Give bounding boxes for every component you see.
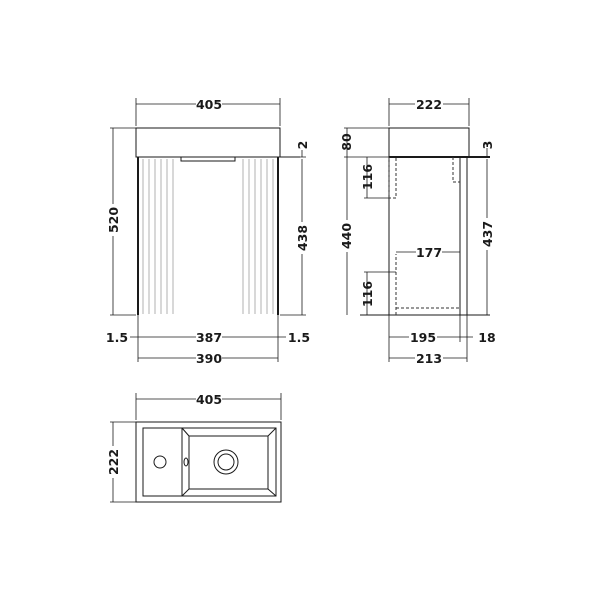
waste-outer-icon (213, 449, 239, 475)
tap-hole-icon (153, 455, 167, 469)
side-view: 222 80 440 116 116 (339, 97, 496, 366)
svg-text:2: 2 (295, 141, 310, 150)
svg-text:195: 195 (410, 330, 436, 345)
svg-text:18: 18 (478, 330, 495, 345)
svg-text:520: 520 (106, 207, 121, 233)
front-basin-outline (135, 127, 281, 158)
side-dim-basin-height: 80 (339, 127, 389, 157)
front-dim-door-height: 2 438 (280, 141, 310, 316)
svg-text:222: 222 (416, 97, 442, 112)
svg-text:222: 222 (106, 449, 121, 475)
svg-text:116: 116 (360, 281, 375, 307)
front-fluting-right (242, 159, 274, 314)
side-dim-depth: 222 (388, 97, 470, 126)
front-handle (180, 157, 236, 162)
svg-text:438: 438 (295, 225, 310, 251)
svg-text:1.5: 1.5 (288, 330, 310, 345)
top-basin-outline (135, 421, 282, 503)
front-fluting-left (142, 159, 174, 314)
top-dim-depth: 222 (106, 421, 136, 503)
front-view: 405 520 2 438 1.5 387 1.5 (106, 97, 310, 366)
svg-text:405: 405 (196, 97, 222, 112)
svg-text:440: 440 (339, 223, 354, 249)
svg-text:390: 390 (196, 351, 222, 366)
front-dim-carcass-width: 390 (138, 351, 278, 366)
svg-text:3: 3 (480, 141, 495, 150)
top-dim-width: 405 (135, 392, 282, 420)
front-dim-door-width: 1.5 387 1.5 (106, 315, 310, 362)
svg-text:437: 437 (480, 221, 495, 247)
side-dim-carcass-height: 440 (339, 156, 389, 315)
svg-text:80: 80 (339, 133, 354, 151)
side-dim-inner-depth: 195 18 (388, 315, 496, 362)
svg-text:1.5: 1.5 (106, 330, 128, 345)
svg-text:177: 177 (416, 245, 442, 260)
side-basin-outline (388, 127, 470, 158)
front-dim-height: 520 (106, 127, 136, 316)
side-dim-door-height: 3 437 (480, 141, 495, 315)
svg-text:387: 387 (196, 330, 222, 345)
svg-text:213: 213 (416, 351, 442, 366)
side-dim-upper-cutout: 116 (360, 157, 389, 199)
side-upper-cutout-back (388, 157, 397, 199)
side-upper-cutout-front (452, 157, 460, 183)
top-view: 405 222 (106, 392, 282, 503)
side-dim-carcass-depth: 213 (389, 351, 467, 366)
top-tap-deck (142, 427, 183, 497)
top-bowl-inner (188, 435, 269, 490)
overflow-icon (183, 457, 189, 467)
svg-text:116: 116 (360, 164, 375, 190)
side-dim-shelf-depth: 177 (396, 245, 460, 260)
front-dim-width: 405 (135, 97, 281, 126)
waste-inner-icon (217, 453, 235, 471)
top-bowl-outer (181, 427, 277, 497)
side-dim-lower-cutout: 116 (360, 271, 396, 315)
svg-text:405: 405 (196, 392, 222, 407)
